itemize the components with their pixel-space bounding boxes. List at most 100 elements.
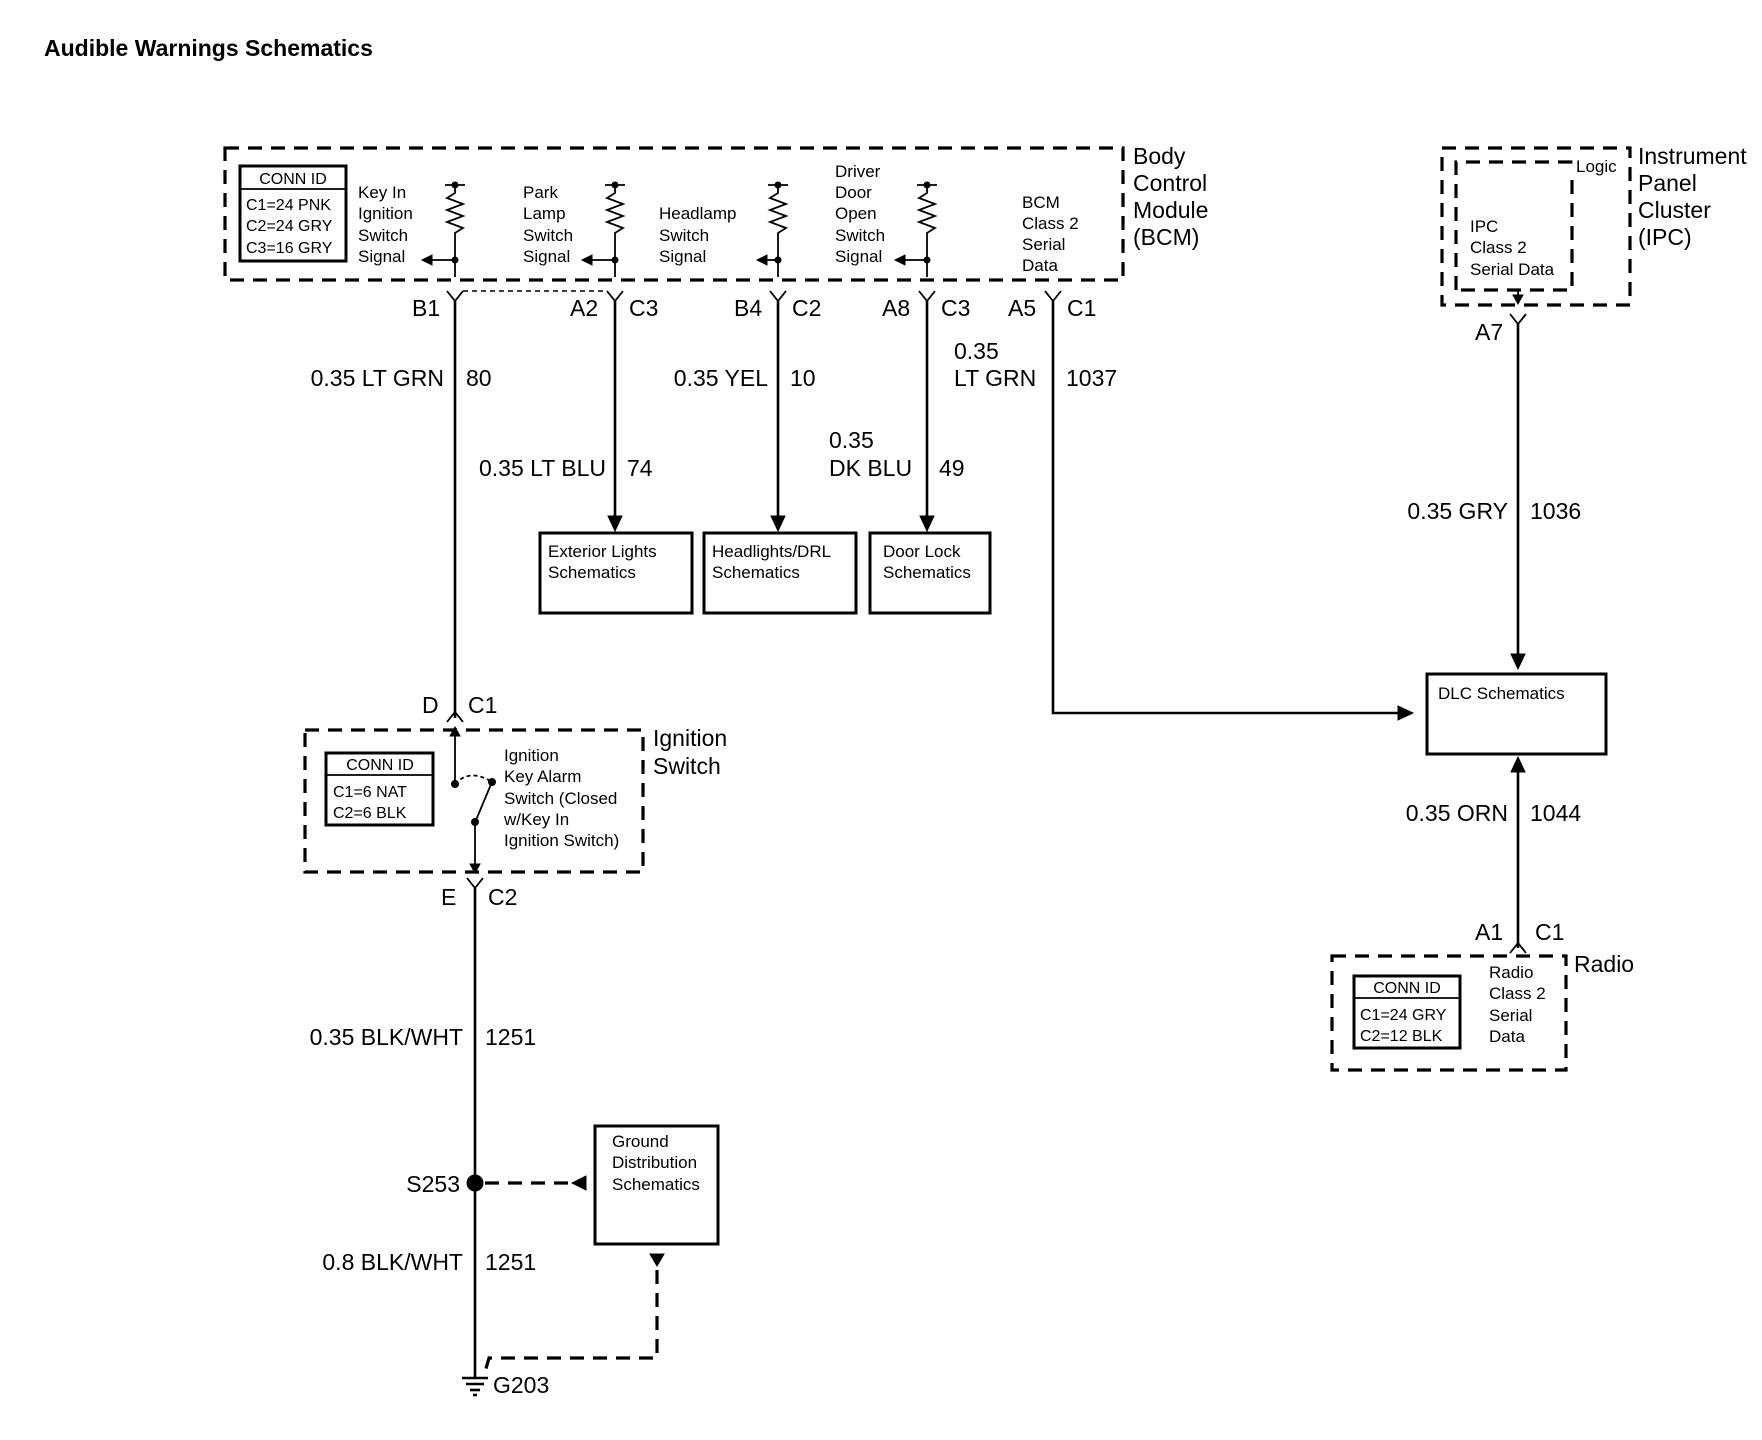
bcm-class2-label-3: Serial (1022, 235, 1065, 254)
radio-conn-id-header: CONN ID (1373, 980, 1441, 997)
bcm-name-1: Body (1133, 143, 1186, 169)
wire-headlamp-gauge: 0.35 YEL (674, 365, 768, 391)
wire-park-lamp-gauge: 0.35 LT BLU (479, 455, 606, 481)
radio-data-label-2: Class 2 (1489, 984, 1546, 1003)
pin-a7: A7 (1475, 319, 1503, 345)
wire-driver-door-gauge-1: 0.35 (829, 427, 874, 453)
ref-dlc-label: DLC Schematics (1438, 684, 1565, 703)
key-in-label-1: Key In (358, 183, 406, 202)
pin-d-conn: C1 (468, 692, 497, 718)
arrow-ground-dist (570, 1175, 587, 1191)
ipc-data-label-2: Class 2 (1470, 238, 1527, 257)
key-in-label-3: Switch (358, 226, 408, 245)
park-lamp-label-2: Lamp (523, 204, 566, 223)
radio-boundary (1330, 954, 1568, 1072)
pin-d: D (422, 692, 439, 718)
bcm-conn-id-header: CONN ID (259, 171, 327, 188)
headlamp-label-2: Switch (659, 226, 709, 245)
bcm-class2-label-1: BCM (1022, 193, 1060, 212)
pin-a1: A1 (1475, 919, 1503, 945)
pin-e-shape (466, 877, 484, 890)
arrow-ground-dist-down (649, 1253, 665, 1267)
ipc-data-label-1: IPC (1470, 217, 1498, 236)
key-in-resistor (420, 181, 466, 277)
arrow-park-lamp (607, 515, 623, 533)
pin-a2-conn: C3 (629, 295, 658, 321)
pin-d-shape (446, 710, 464, 723)
bcm-conn-c3: C3=16 GRY (246, 240, 333, 257)
wire-radio-data-gauge: 0.35 ORN (1406, 800, 1508, 826)
ref-ground-distribution: Ground Distribution Schematics (593, 1124, 720, 1246)
driver-door-label-2: Door (835, 183, 872, 202)
pin-a1-conn: C1 (1535, 919, 1564, 945)
pin-a7-shape (1509, 313, 1527, 326)
arrow-bcm-data (1397, 705, 1415, 721)
radio-data-label-1: Radio (1489, 963, 1533, 982)
arrow-ipc-data (1510, 653, 1526, 671)
ipc-name-2: Panel (1638, 170, 1697, 196)
ipc-logic-label: Logic (1576, 157, 1617, 176)
bcm-conn-id: CONN ID C1=24 PNK C2=24 GRY C3=16 GRY (238, 164, 348, 263)
bcm-name-3: Module (1133, 197, 1208, 223)
pin-b4: B4 (734, 295, 762, 321)
ignition-switch-name-2: Switch (653, 753, 721, 779)
wire-key-in-circuit: 80 (466, 365, 492, 391)
radio-conn-c1: C1=24 GRY (1360, 1007, 1447, 1024)
ref-ground-dist-2: Distribution (612, 1153, 697, 1172)
ipc-name-1: Instrument (1638, 143, 1747, 169)
bcm-boundary (223, 146, 1125, 282)
park-lamp-resistor (580, 181, 626, 277)
arrow-headlamp (770, 515, 786, 533)
ign-switch-label-5: Ignition Switch) (504, 831, 619, 850)
ref-door-lock-1: Door Lock (883, 542, 961, 561)
wire-bcm-data (1051, 301, 1400, 715)
radio-module: Radio CONN ID C1=24 GRY C2=12 BLK Radio … (1330, 951, 1634, 1072)
driver-door-label-4: Switch (835, 226, 885, 245)
arrow-radio-data (1510, 755, 1526, 773)
ignition-switch-module: Ignition Switch CONN ID C1=6 NAT C2=6 BL… (303, 725, 727, 875)
ground-dist-return (483, 1270, 659, 1373)
pin-a2: A2 (570, 295, 598, 321)
wire-radio-data-circuit: 1044 (1530, 800, 1581, 826)
ref-exterior-lights: Exterior Lights Schematics (538, 531, 694, 615)
bcm-class2-label-4: Data (1022, 256, 1058, 275)
wire-key-in-gauge: 0.35 LT GRN (311, 365, 444, 391)
page-title: Audible Warnings Schematics (44, 35, 373, 61)
driver-door-label-5: Signal (835, 247, 882, 266)
ipc-name-4: (IPC) (1638, 224, 1692, 250)
ign-switch-label-4: w/Key In (503, 810, 569, 829)
ign-conn-c1: C1=6 NAT (333, 784, 407, 801)
bcm-name-4: (BCM) (1133, 224, 1199, 250)
wire-driver-door-gauge-2: DK BLU (829, 455, 912, 481)
ref-exterior-lights-2: Schematics (548, 563, 636, 582)
wire-ign-ground-circuit: 1251 (485, 1024, 536, 1050)
pin-a8-conn: C3 (941, 295, 970, 321)
radio-name: Radio (1574, 951, 1634, 977)
ref-dlc: DLC Schematics (1425, 672, 1608, 756)
park-lamp-label-3: Switch (523, 226, 573, 245)
driver-door-resistor (893, 181, 938, 277)
ref-ground-dist-3: Schematics (612, 1175, 700, 1194)
radio-data-label-3: Serial (1489, 1006, 1532, 1025)
arrow-driver-door (919, 515, 935, 533)
ign-switch-label-1: Ignition (504, 746, 559, 765)
ref-door-lock: Door Lock Schematics (868, 531, 992, 615)
pin-a8: A8 (882, 295, 910, 321)
key-in-label-4: Signal (358, 247, 405, 266)
splice-s253 (466, 1174, 484, 1192)
wire-ign-ground-gauge: 0.35 BLK/WHT (310, 1024, 463, 1050)
radio-data-label-4: Data (1489, 1027, 1525, 1046)
ipc-name-3: Cluster (1638, 197, 1711, 223)
ref-ground-dist-1: Ground (612, 1132, 669, 1151)
pin-b4-conn: C2 (792, 295, 821, 321)
ref-headlights-2: Schematics (712, 563, 800, 582)
bcm-conn-c2: C2=24 GRY (246, 218, 333, 235)
key-in-label-2: Ignition (358, 204, 413, 223)
key-alarm-switch-blade (475, 781, 493, 821)
bcm-name-2: Control (1133, 170, 1207, 196)
wire-ipc-data-gauge: 0.35 GRY (1407, 498, 1508, 524)
pin-b1: B1 (412, 295, 440, 321)
pin-a5: A5 (1008, 295, 1036, 321)
driver-door-label-3: Open (835, 204, 877, 223)
